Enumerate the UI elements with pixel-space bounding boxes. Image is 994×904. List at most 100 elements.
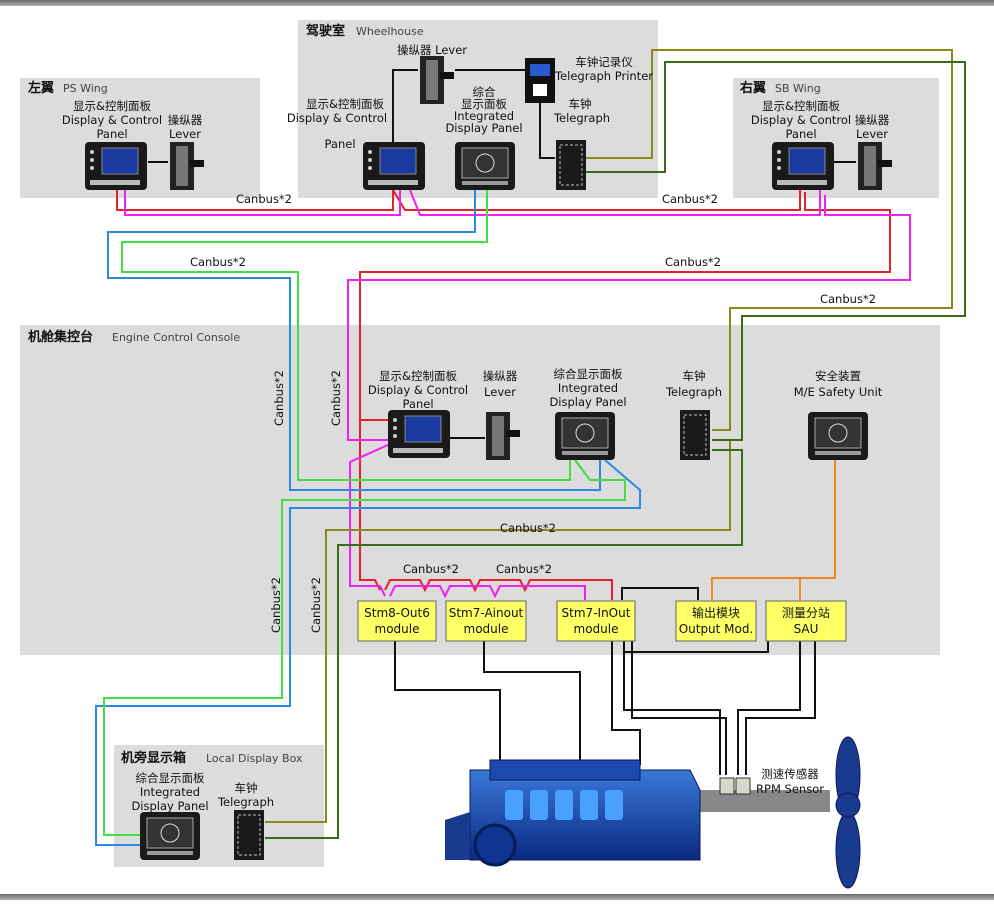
printer-label-zh: 车钟记录仪 bbox=[575, 55, 633, 69]
wh-telegraph-label-en: Telegraph bbox=[553, 111, 610, 125]
module-output-line1: 输出模块 bbox=[692, 605, 740, 620]
module-stm7-inout: Stm7-InOut module bbox=[556, 600, 636, 642]
ecc-telegraph-label-zh: 车钟 bbox=[683, 369, 706, 383]
local-telegraph-label-zh: 车钟 bbox=[235, 781, 258, 795]
wire-blue bbox=[95, 459, 641, 846]
ecc-integrated-display-panel bbox=[555, 412, 615, 460]
bottom-frame-bar bbox=[0, 894, 994, 900]
ps-dcp-label-en1: Display & Control bbox=[62, 113, 162, 127]
wire-black bbox=[539, 100, 555, 159]
wire-black bbox=[611, 640, 641, 765]
wh-dcp-label-zh: 显示&控制面板 bbox=[306, 97, 384, 111]
local-idp-label-en1: Integrated bbox=[140, 785, 200, 799]
sb-wing-title-zh: 右翼 bbox=[739, 80, 766, 96]
ecc-idp-label-en1: Integrated bbox=[558, 381, 618, 395]
wire-black bbox=[392, 69, 418, 150]
ps-wing-title-zh: 左翼 bbox=[28, 80, 54, 96]
local-integrated-display-panel bbox=[140, 812, 200, 860]
local-telegraph bbox=[234, 810, 264, 860]
bus-label: Canbus*2 bbox=[496, 562, 552, 576]
wh-dcp-label-en1a: Display & Control bbox=[287, 111, 387, 125]
local-idp-label-en2: Display Panel bbox=[131, 799, 208, 813]
wheelhouse-lever bbox=[420, 56, 454, 104]
wheelhouse-title-zh: 驾驶室 bbox=[306, 23, 345, 39]
wire-orange bbox=[711, 577, 800, 600]
bus-label: Canbus*2 bbox=[820, 292, 876, 306]
ps-display-control-panel bbox=[85, 142, 147, 190]
bus-label: Canbus*2 bbox=[662, 192, 718, 206]
wire-darkgreen bbox=[265, 449, 743, 839]
ecc-idp-label-zh: 综合显示面板 bbox=[554, 367, 623, 381]
wire-magenta bbox=[347, 195, 911, 441]
wire-green bbox=[103, 459, 626, 836]
main-engine bbox=[445, 759, 830, 867]
ecc-telegraph-label-en: Telegraph bbox=[665, 385, 722, 399]
wheelhouse-display-control-panel bbox=[363, 142, 425, 190]
ecc-dcp-label-zh: 显示&控制面板 bbox=[379, 369, 457, 383]
module-stm7-inout-line1: Stm7-InOut bbox=[562, 606, 631, 620]
propeller bbox=[835, 736, 861, 889]
module-output-line2: Output Mod. bbox=[679, 622, 754, 636]
ecc-telegraph bbox=[680, 410, 710, 460]
module-sau-line2: SAU bbox=[794, 622, 819, 636]
wh-dcp-label-en2: Panel bbox=[324, 137, 355, 151]
wire-magenta bbox=[124, 190, 401, 216]
wh-idp-label-zh1: 综合 bbox=[473, 85, 496, 99]
wire-black bbox=[623, 640, 769, 653]
module-stm8-out6-line1: Stm8-Out6 bbox=[364, 606, 430, 620]
wheelhouse-title-en: Wheelhouse bbox=[356, 25, 424, 38]
local-box-title-en: Local Display Box bbox=[206, 752, 303, 765]
ecc-lever-label-zh: 操纵器 bbox=[483, 369, 518, 383]
wire-blue bbox=[107, 190, 601, 491]
safety-label-zh: 安全装置 bbox=[815, 369, 861, 383]
wh-idp-label-en2: Display Panel bbox=[445, 121, 522, 135]
module-stm7-inout-line2: module bbox=[574, 622, 619, 636]
rpm-sensor-label-en: RPM Sensor bbox=[756, 782, 824, 796]
bus-label: Canbus*2 bbox=[309, 577, 323, 633]
wire-black bbox=[737, 640, 801, 775]
section-local-display-box: 机旁显示箱 Local Display Box bbox=[114, 745, 324, 867]
ecc-dcp-label-en1: Display & Control bbox=[368, 383, 468, 397]
module-stm7-ainout-line1: Stm7-Ainout bbox=[449, 606, 524, 620]
bus-label: Canbus*2 bbox=[269, 577, 283, 633]
sb-dcp-label-zh: 显示&控制面板 bbox=[762, 99, 840, 113]
ps-dcp-label-en2: Panel bbox=[96, 127, 127, 141]
wire-darkgreen bbox=[585, 61, 966, 441]
module-output: 输出模块 Output Mod. bbox=[675, 600, 757, 642]
local-box-title-zh: 机旁显示箱 bbox=[121, 750, 186, 766]
ps-dcp-label-zh: 显示&控制面板 bbox=[73, 99, 151, 113]
bus-label: Canbus*2 bbox=[329, 370, 343, 426]
bus-label: Canbus*2 bbox=[236, 192, 292, 206]
wheelhouse-telegraph bbox=[556, 140, 586, 190]
wire-magenta bbox=[409, 189, 821, 216]
wire-black bbox=[623, 640, 721, 775]
sb-display-control-panel bbox=[772, 142, 834, 190]
sb-dcp-label-en2: Panel bbox=[785, 127, 816, 141]
ps-lever bbox=[170, 142, 204, 190]
wire-green bbox=[121, 190, 571, 481]
wire-red bbox=[384, 579, 613, 600]
printer-label-en: Telegraph Printer bbox=[554, 69, 653, 83]
sb-lever-label-en: Lever bbox=[856, 127, 888, 141]
wire-orange bbox=[799, 460, 836, 600]
ps-lever-label-zh: 操纵器 bbox=[168, 113, 203, 127]
ecc-title-en: Engine Control Console bbox=[112, 331, 240, 344]
module-stm7-ainout-line2: module bbox=[464, 622, 509, 636]
sb-lever-label-zh: 操纵器 bbox=[855, 113, 890, 127]
bus-label: Canbus*2 bbox=[190, 255, 246, 269]
sb-lever bbox=[858, 142, 892, 190]
telegraph-printer bbox=[525, 58, 555, 103]
rpm-sensor-label-zh: 测速传感器 bbox=[761, 767, 819, 781]
wire-red bbox=[116, 190, 394, 211]
wh-idp-label-zh2: 显示面板 bbox=[461, 97, 507, 111]
module-sau-line1: 测量分站 bbox=[782, 606, 830, 620]
wheelhouse-integrated-display-panel bbox=[455, 142, 515, 190]
section-sb-wing: 右翼 SB Wing bbox=[733, 78, 939, 198]
bus-label: Canbus*2 bbox=[500, 521, 556, 535]
wire-black bbox=[394, 640, 501, 765]
top-frame-bar bbox=[0, 0, 994, 6]
bus-label: Canbus*2 bbox=[665, 255, 721, 269]
wire-olive bbox=[585, 49, 953, 431]
local-idp-label-zh: 综合显示面板 bbox=[136, 771, 205, 785]
